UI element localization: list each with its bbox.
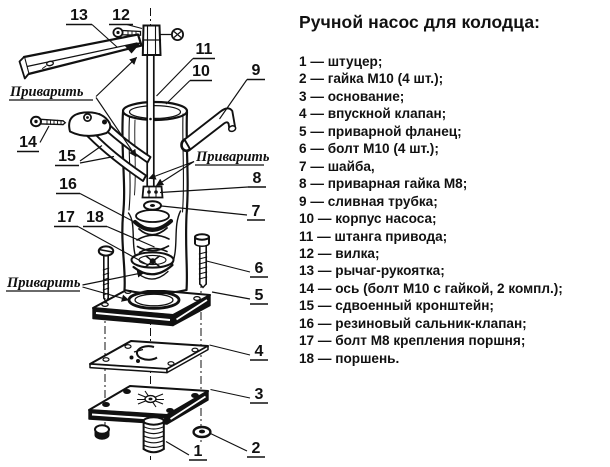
callout-9: 9 [252, 62, 261, 79]
parts-list-item: 14 — ось (болт М10 с гайкой, 2 компл.); [299, 280, 563, 296]
right-bolt [194, 233, 210, 289]
callout-12: 12 [112, 7, 130, 24]
inlet-fitting [142, 416, 165, 454]
left-bolt [97, 245, 115, 304]
callout-15: 15 [58, 148, 76, 165]
weld-label-top: Приварить [9, 84, 84, 100]
parts-list-item: 16 — резиновый сальник-клапан; [299, 315, 527, 331]
fork [141, 24, 172, 56]
callout-18: 18 [86, 209, 104, 226]
nut-m10 [192, 425, 212, 439]
callout-4: 4 [255, 343, 264, 360]
parts-list-item: 1 — штуцер; [299, 54, 383, 69]
callout-1: 1 [194, 443, 203, 460]
callout-14: 14 [19, 134, 37, 151]
spout-tube [180, 107, 237, 153]
callout-6: 6 [255, 260, 264, 277]
parts-list-item: 10 — корпус насоса; [299, 211, 437, 227]
weld-labels: Приварить Приварить Приварить [6, 56, 270, 302]
bracket [68, 111, 152, 182]
fork-nut [170, 27, 184, 41]
callout-8: 8 [253, 170, 262, 187]
parts-list-item: 2 — гайка М10 (4 шт.); [299, 71, 444, 87]
callout-13: 13 [70, 7, 88, 24]
parts-list-item: 9 — сливная трубка; [299, 193, 438, 209]
weld-label-bottom: Приварить [6, 275, 81, 291]
callout-10: 10 [192, 63, 210, 80]
exploded-view-diagram: 13 12 11 10 9 14 15 16 17 18 8 7 6 5 4 3… [6, 7, 270, 461]
parts-list-item: 13 — рычаг-рукоятка; [299, 263, 445, 279]
callout-11: 11 [196, 41, 213, 58]
weld-label-middle: Приварить [195, 149, 270, 165]
base-nut-left [94, 424, 110, 440]
parts-list-item: 11 — штанга привода; [299, 228, 448, 244]
parts-list-item: 3 — основание; [299, 88, 405, 104]
callout-2: 2 [252, 440, 261, 457]
leader-lines [39, 23, 251, 456]
welded-nut [141, 185, 164, 199]
callout-5: 5 [255, 287, 264, 304]
parts-list-item: 5 — приварной фланец; [299, 123, 462, 139]
callout-16: 16 [59, 176, 77, 193]
parts-list-item: 12 — вилка; [299, 245, 380, 261]
lever-handle [18, 33, 143, 80]
page-title: Ручной насос для колодца: [299, 12, 541, 32]
parts-list-item: 6 — болт М10 (4 шт.); [299, 141, 439, 157]
parts-list-item: 18 — поршень. [299, 350, 400, 366]
washer [143, 200, 162, 211]
parts-list-item: 4 — впускной клапан; [299, 106, 447, 122]
callouts: 13 12 11 10 9 14 15 16 17 18 8 7 6 5 4 3… [17, 7, 268, 461]
parts-list-item: 8 — приварная гайка М8; [299, 176, 468, 192]
parts-list: 1 — штуцер; 2 — гайка М10 (4 шт.); 3 — о… [299, 53, 607, 367]
drive-rod [146, 54, 155, 186]
piston-assembly [130, 209, 175, 280]
parts-list-item: 7 — шайба, [299, 158, 375, 174]
callout-17: 17 [57, 209, 75, 226]
valve-plate [89, 340, 209, 374]
parts-list-item: 15 — сдвоенный кронштейн; [299, 298, 494, 314]
parts-list-panel: Ручной насос для колодца: 1 — штуцер; 2 … [299, 0, 607, 367]
parts-list-item: 17 — болт М8 крепления поршня; [299, 333, 526, 349]
callout-3: 3 [255, 386, 264, 403]
callout-7: 7 [252, 203, 261, 220]
axle-bolt [30, 115, 67, 128]
